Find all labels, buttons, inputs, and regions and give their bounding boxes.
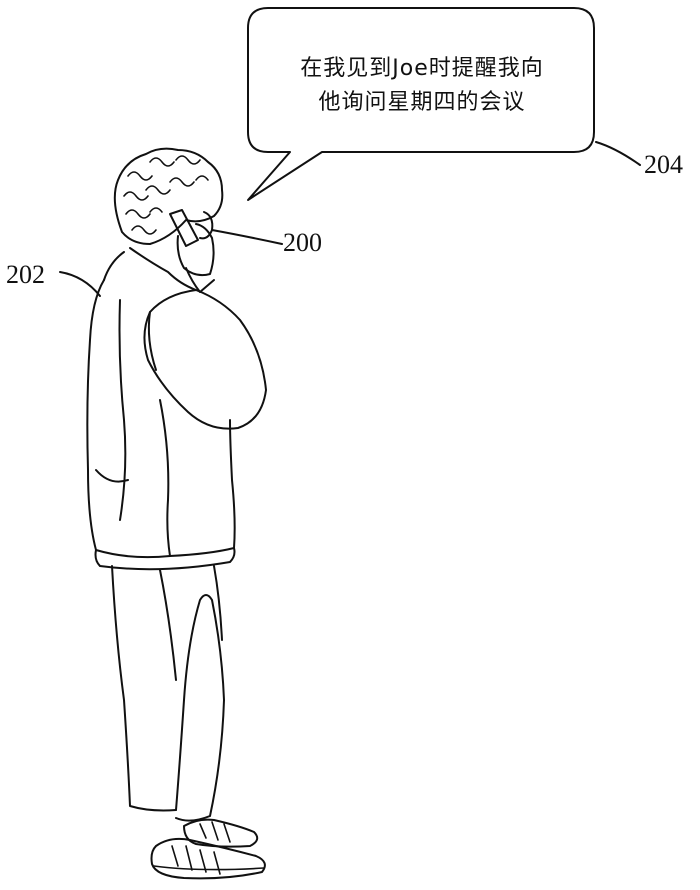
leader-line-204 bbox=[595, 141, 641, 166]
shoe-back bbox=[183, 818, 259, 848]
hair bbox=[113, 147, 224, 245]
shoe-front bbox=[150, 837, 266, 880]
phone-device bbox=[169, 209, 199, 247]
speech-bubble bbox=[247, 7, 595, 201]
speech-line-2: 他询问星期四的会议 bbox=[318, 90, 526, 115]
speech-bubble-text: 在我见到Joe时提醒我向 他询问星期四的会议 bbox=[262, 52, 582, 120]
reference-label-202: 202 bbox=[6, 260, 45, 289]
leader-line-200 bbox=[211, 229, 283, 245]
leader-line-202 bbox=[59, 271, 101, 297]
speech-line-1: 在我见到Joe时提醒我向 bbox=[300, 56, 544, 81]
reference-label-204: 204 bbox=[644, 150, 683, 179]
pants bbox=[111, 565, 177, 812]
reference-label-200: 200 bbox=[283, 228, 322, 257]
person-figure bbox=[86, 147, 267, 880]
vest bbox=[86, 279, 236, 559]
